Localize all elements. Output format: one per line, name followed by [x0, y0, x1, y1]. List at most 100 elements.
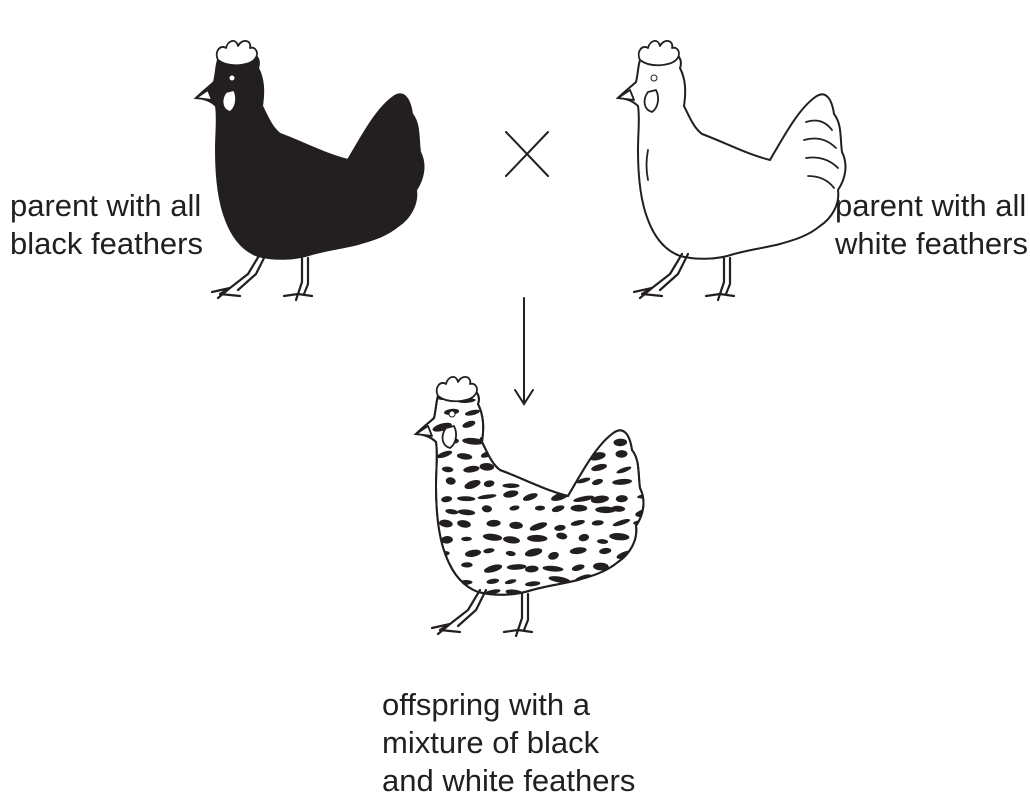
speckle-mark [457, 520, 471, 528]
speckle-mark [441, 466, 454, 473]
speckle-mark [542, 565, 564, 572]
speckle-mark [637, 440, 644, 446]
speckle-mark [552, 393, 565, 402]
speckle-mark [525, 565, 539, 573]
speckle-mark [593, 562, 609, 571]
speckle-mark [546, 411, 566, 417]
speckle-mark [576, 477, 591, 484]
speckled-hen-icon [415, 376, 645, 638]
black-parent-label-line: parent with all [10, 188, 202, 223]
speckle-mark [432, 422, 452, 432]
black-parent-label: parent with all black feathers [10, 187, 203, 263]
speckle-mark [461, 562, 473, 568]
speckle-mark [486, 519, 501, 527]
speckle-mark [416, 504, 432, 513]
speckle-mark [423, 453, 435, 458]
speckle-mark [528, 407, 543, 414]
speckle-mark [416, 495, 429, 502]
speckle-mark [533, 439, 545, 446]
white-parent-label: parent with all white feathers [835, 187, 1028, 263]
speckle-mark [528, 398, 541, 405]
speckle-mark [441, 496, 453, 503]
speckle-mark [462, 437, 484, 445]
speckle-mark [532, 464, 546, 472]
speckle-mark [597, 539, 609, 544]
speckle-mark [461, 536, 472, 542]
speckle-mark [500, 421, 519, 427]
speckle-mark [636, 548, 644, 556]
speckle-mark [554, 524, 566, 531]
speckle-mark [456, 453, 473, 460]
speckle-mark [534, 505, 546, 511]
speckle-mark [632, 410, 644, 418]
speckle-mark [595, 506, 616, 514]
speckle-mark [482, 533, 503, 541]
speckle-mark [522, 493, 538, 501]
speckle-mark [439, 519, 453, 528]
speckle-mark [527, 534, 548, 542]
speckle-mark [445, 477, 456, 485]
speckle-mark [503, 490, 519, 498]
speckle-mark [638, 593, 644, 595]
speckle-mark [548, 576, 571, 584]
speckle-mark [525, 581, 541, 587]
speckle-mark [441, 535, 453, 544]
speckle-mark [457, 496, 476, 502]
cross-symbol [505, 131, 549, 177]
speckle-mark [464, 479, 481, 490]
speckle-mark [482, 421, 497, 430]
offspring-label: offspring with a mixture of black and wh… [382, 686, 635, 800]
speckle-mark [595, 409, 617, 417]
speckle-mark [484, 564, 503, 573]
speckle-mark [570, 504, 588, 512]
speckle-mark [462, 420, 476, 428]
speckle-mark [548, 551, 559, 560]
speckle-mark [641, 480, 644, 488]
speckle-mark [591, 463, 608, 472]
speckle-mark [631, 561, 644, 567]
speckle-mark [416, 535, 431, 544]
speckle-mark [590, 495, 609, 504]
speckle-mark [573, 423, 588, 428]
speckle-mark [620, 395, 634, 403]
speckle-mark [544, 464, 567, 472]
speckle-mark [556, 438, 568, 446]
down-arrow [514, 297, 534, 406]
offspring-label-line: and white feathers [382, 763, 636, 798]
white-hen-icon [617, 40, 847, 302]
speckle-mark [616, 591, 637, 595]
speckle-mark [590, 594, 605, 595]
speckle-mark [640, 465, 644, 473]
speckle-mark [416, 580, 433, 587]
speckle-mark [570, 519, 585, 526]
speckle-mark [568, 589, 584, 595]
speckle-mark [526, 450, 540, 458]
speckle-mark [464, 549, 482, 558]
speckle-mark [502, 439, 522, 446]
speckle-mark [565, 408, 583, 416]
speckle-mark [615, 495, 628, 503]
speckle-mark [486, 578, 500, 584]
speckle-mark [506, 564, 527, 570]
speckle-mark [612, 518, 631, 527]
speckle-mark [416, 478, 429, 486]
speckle-mark [616, 466, 632, 474]
speckle-mark [635, 536, 644, 542]
speckle-mark [482, 396, 495, 404]
white-parent-label-line: white feathers [835, 226, 1028, 261]
speckle-mark [523, 424, 539, 429]
speckle-mark [553, 593, 568, 595]
speckle-mark [463, 465, 480, 473]
speckle-mark [503, 536, 520, 544]
speckle-mark [594, 394, 605, 403]
speckle-mark [477, 494, 497, 500]
speckle-mark [617, 575, 629, 584]
speckle-mark [505, 550, 516, 557]
speckle-mark [483, 480, 495, 488]
speckle-mark [569, 438, 583, 444]
speckle-mark [571, 564, 585, 571]
speckle-mark [636, 576, 644, 583]
black-hen-icon [195, 40, 425, 302]
speckle-mark [445, 509, 459, 515]
